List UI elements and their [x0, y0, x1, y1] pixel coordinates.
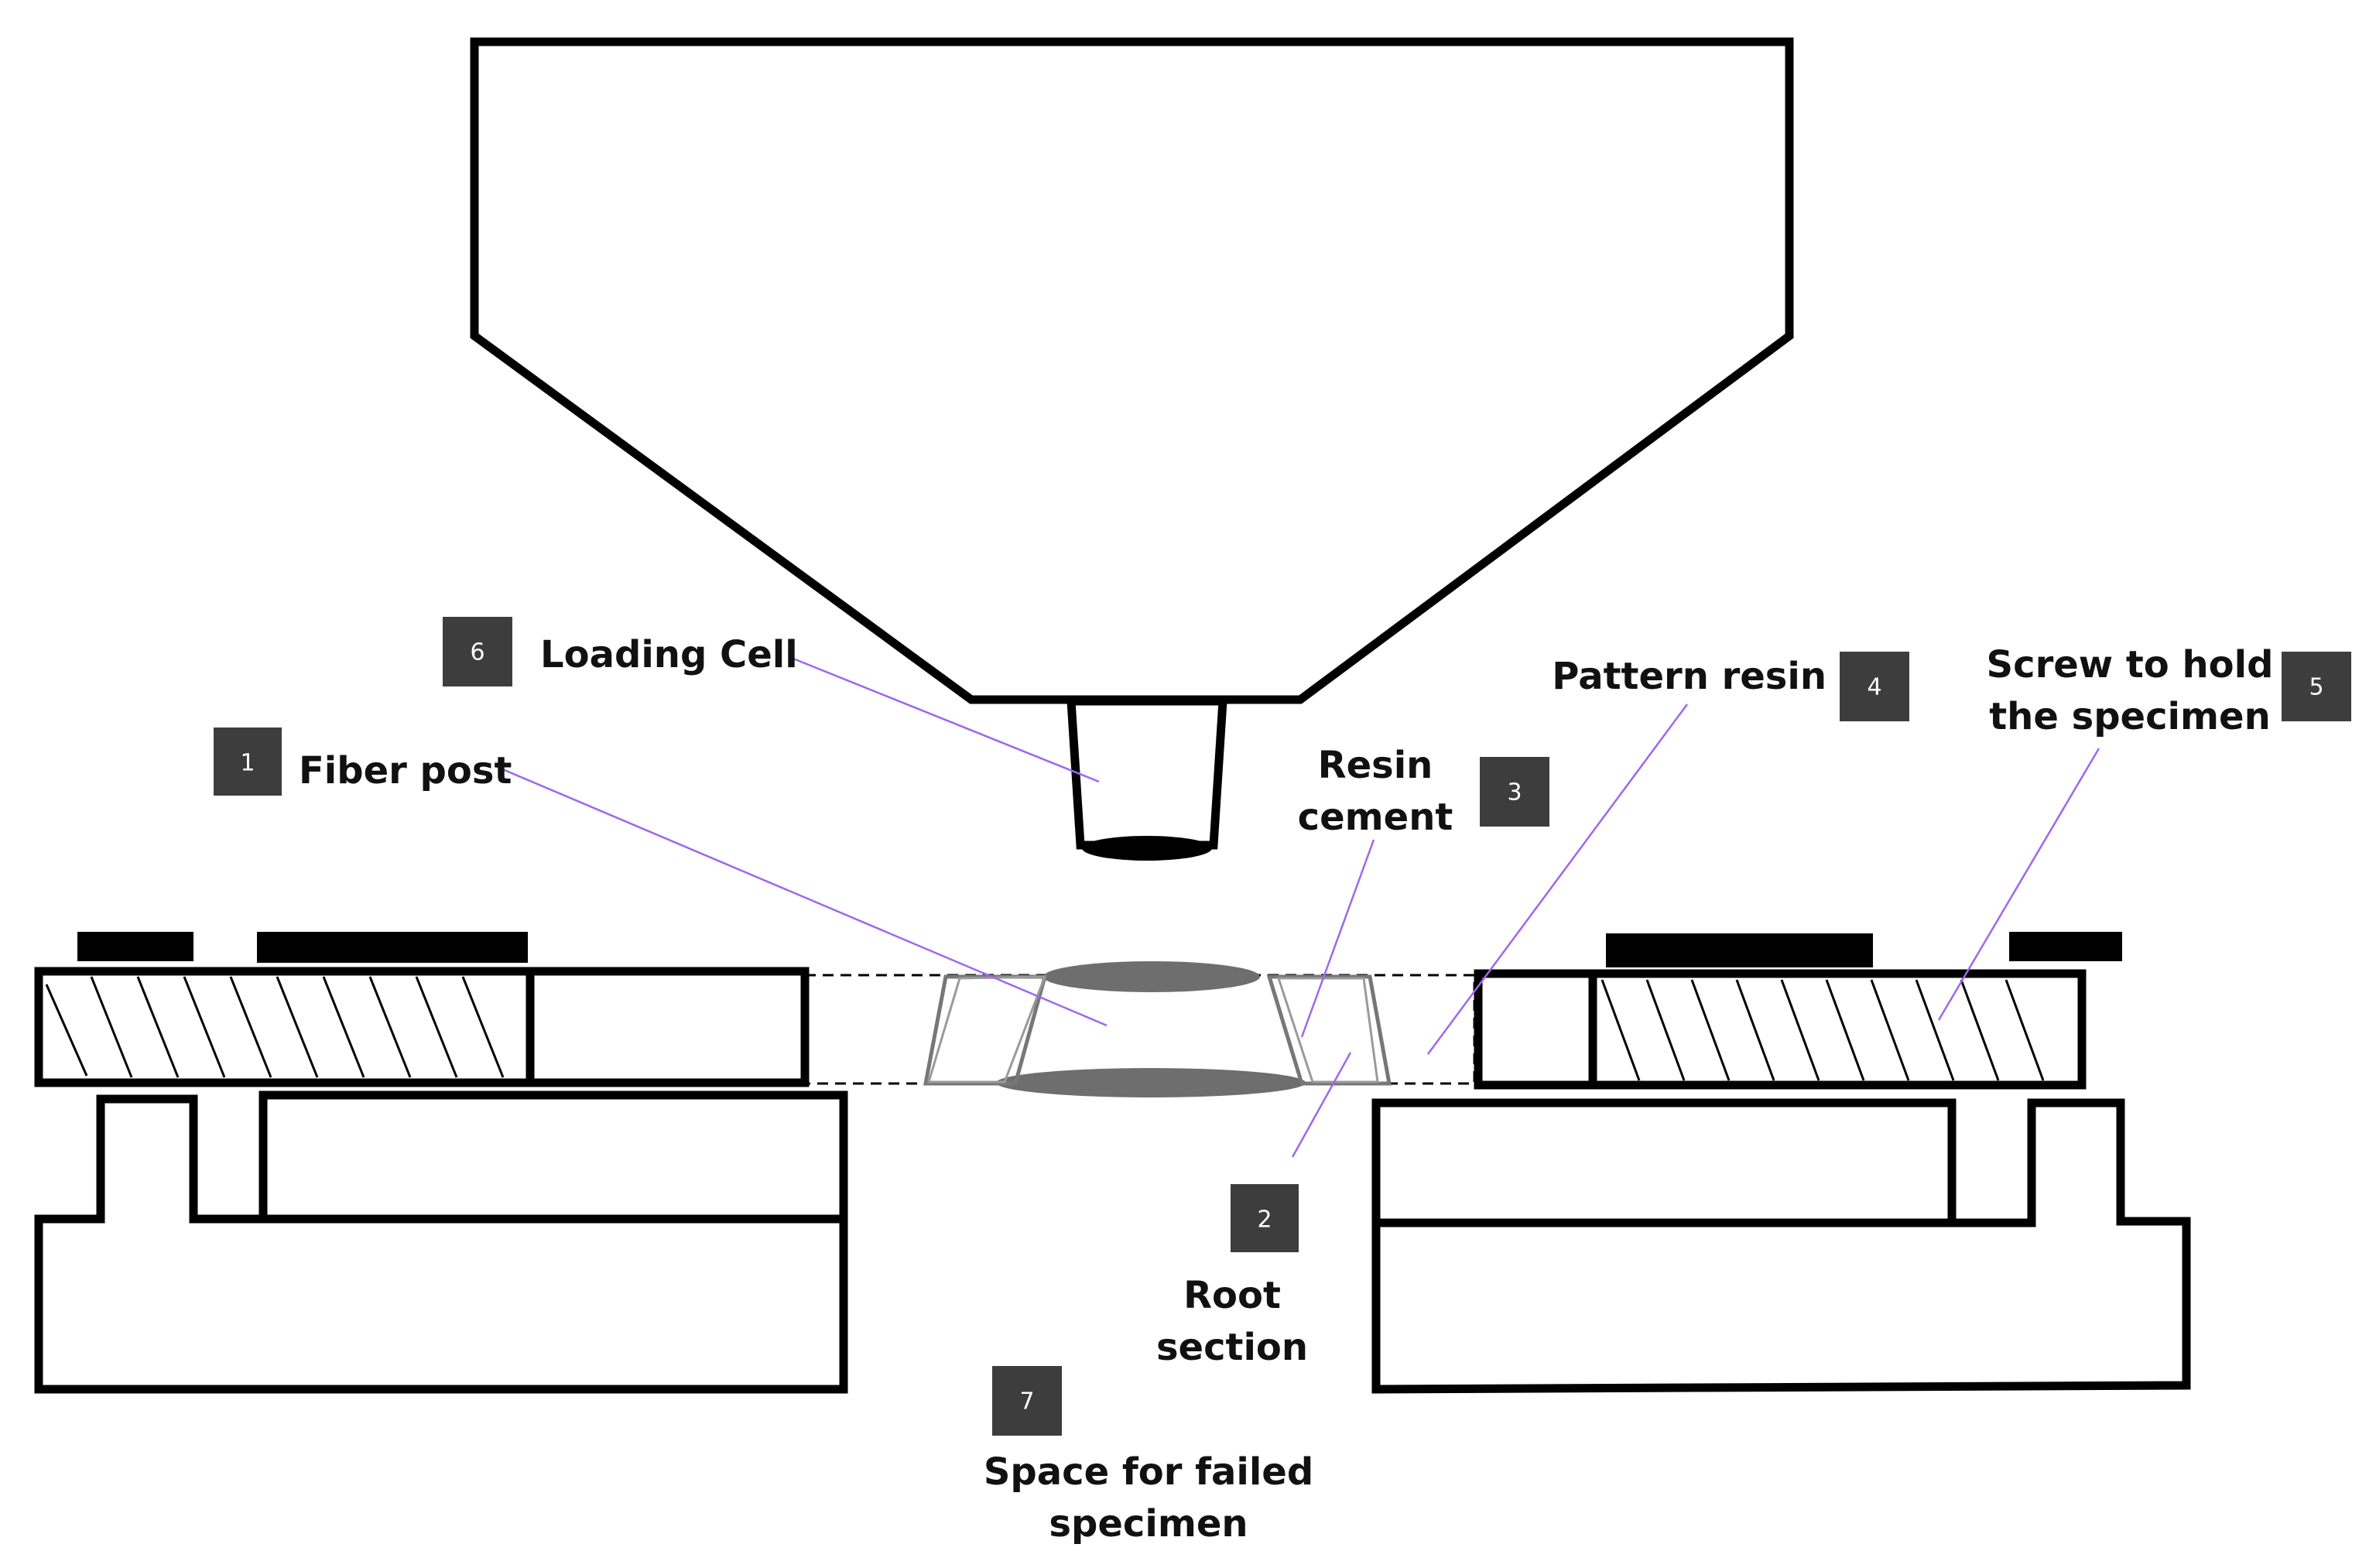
label-failed-line-2: specimen — [1049, 1502, 1248, 1546]
right-clamp-plate — [1474, 969, 2087, 1090]
label-pattern-resin: Pattern resin — [1552, 655, 1827, 698]
label-resin-line-1: Resin — [1318, 744, 1433, 787]
specimen-bottom-ellipse — [996, 1068, 1306, 1097]
callout-resin-cement: 3 Resin cement — [1298, 744, 1549, 839]
left-screw-thread — [45, 976, 505, 1078]
badge-5: 5 — [2309, 674, 2323, 701]
leader-loading-cell — [789, 656, 1100, 783]
callout-failed-specimen-space: 7 Space for failed specimen — [984, 1366, 1313, 1546]
left-fixture — [34, 932, 848, 1394]
left-top-pad-large — [257, 932, 528, 963]
left-top-pad-small — [77, 932, 193, 961]
badge-3: 3 — [1507, 779, 1522, 806]
badge-7: 7 — [1019, 1388, 1034, 1416]
leader-fiber-post — [495, 765, 1108, 1027]
leader-root-section — [1291, 1052, 1352, 1158]
plunger — [1066, 697, 1227, 861]
callout-pattern-resin: 4 Pattern resin — [1552, 652, 1909, 721]
right-fixture — [1371, 932, 2191, 1394]
badge-4: 4 — [1867, 674, 1881, 701]
right-base — [1371, 1098, 2191, 1394]
leader-resin-cement — [1300, 839, 1375, 1038]
callout-screw: 5 Screw to hold the specimen — [1987, 643, 2351, 738]
right-top-pad-small — [2009, 932, 2122, 961]
leader-lines — [495, 656, 2100, 1158]
root-section — [923, 974, 1392, 1086]
label-loading-cell: Loading Cell — [540, 633, 798, 676]
callout-fiber-post: 1 Fiber post — [214, 728, 512, 796]
left-base — [34, 1090, 848, 1394]
specimen-top-ellipse — [1043, 961, 1260, 992]
badge-2: 2 — [1257, 1207, 1272, 1234]
label-screw-line-1: Screw to hold — [1987, 643, 2274, 686]
label-screw-line-2: the specimen — [1989, 695, 2271, 738]
plunger-tip — [1082, 836, 1212, 861]
right-screw-thread — [1601, 979, 2045, 1081]
label-root-line-1: Root — [1183, 1274, 1281, 1317]
callout-loading-cell: 6 Loading Cell — [443, 617, 798, 686]
badge-1: 1 — [240, 750, 255, 777]
loading-cell-head — [470, 37, 1794, 704]
label-root-line-2: section — [1156, 1326, 1308, 1369]
leader-pattern-resin — [1426, 704, 1689, 1055]
right-top-pad-large — [1606, 933, 1873, 967]
badge-6: 6 — [470, 639, 484, 666]
callout-root-section: 2 Root section — [1156, 1184, 1308, 1369]
specimen-assembly — [803, 961, 1476, 1097]
label-resin-line-2: cement — [1298, 796, 1453, 839]
label-failed-line-1: Space for failed — [984, 1450, 1313, 1494]
label-fiber-post: Fiber post — [299, 749, 512, 793]
leader-screw — [1937, 748, 2100, 1021]
